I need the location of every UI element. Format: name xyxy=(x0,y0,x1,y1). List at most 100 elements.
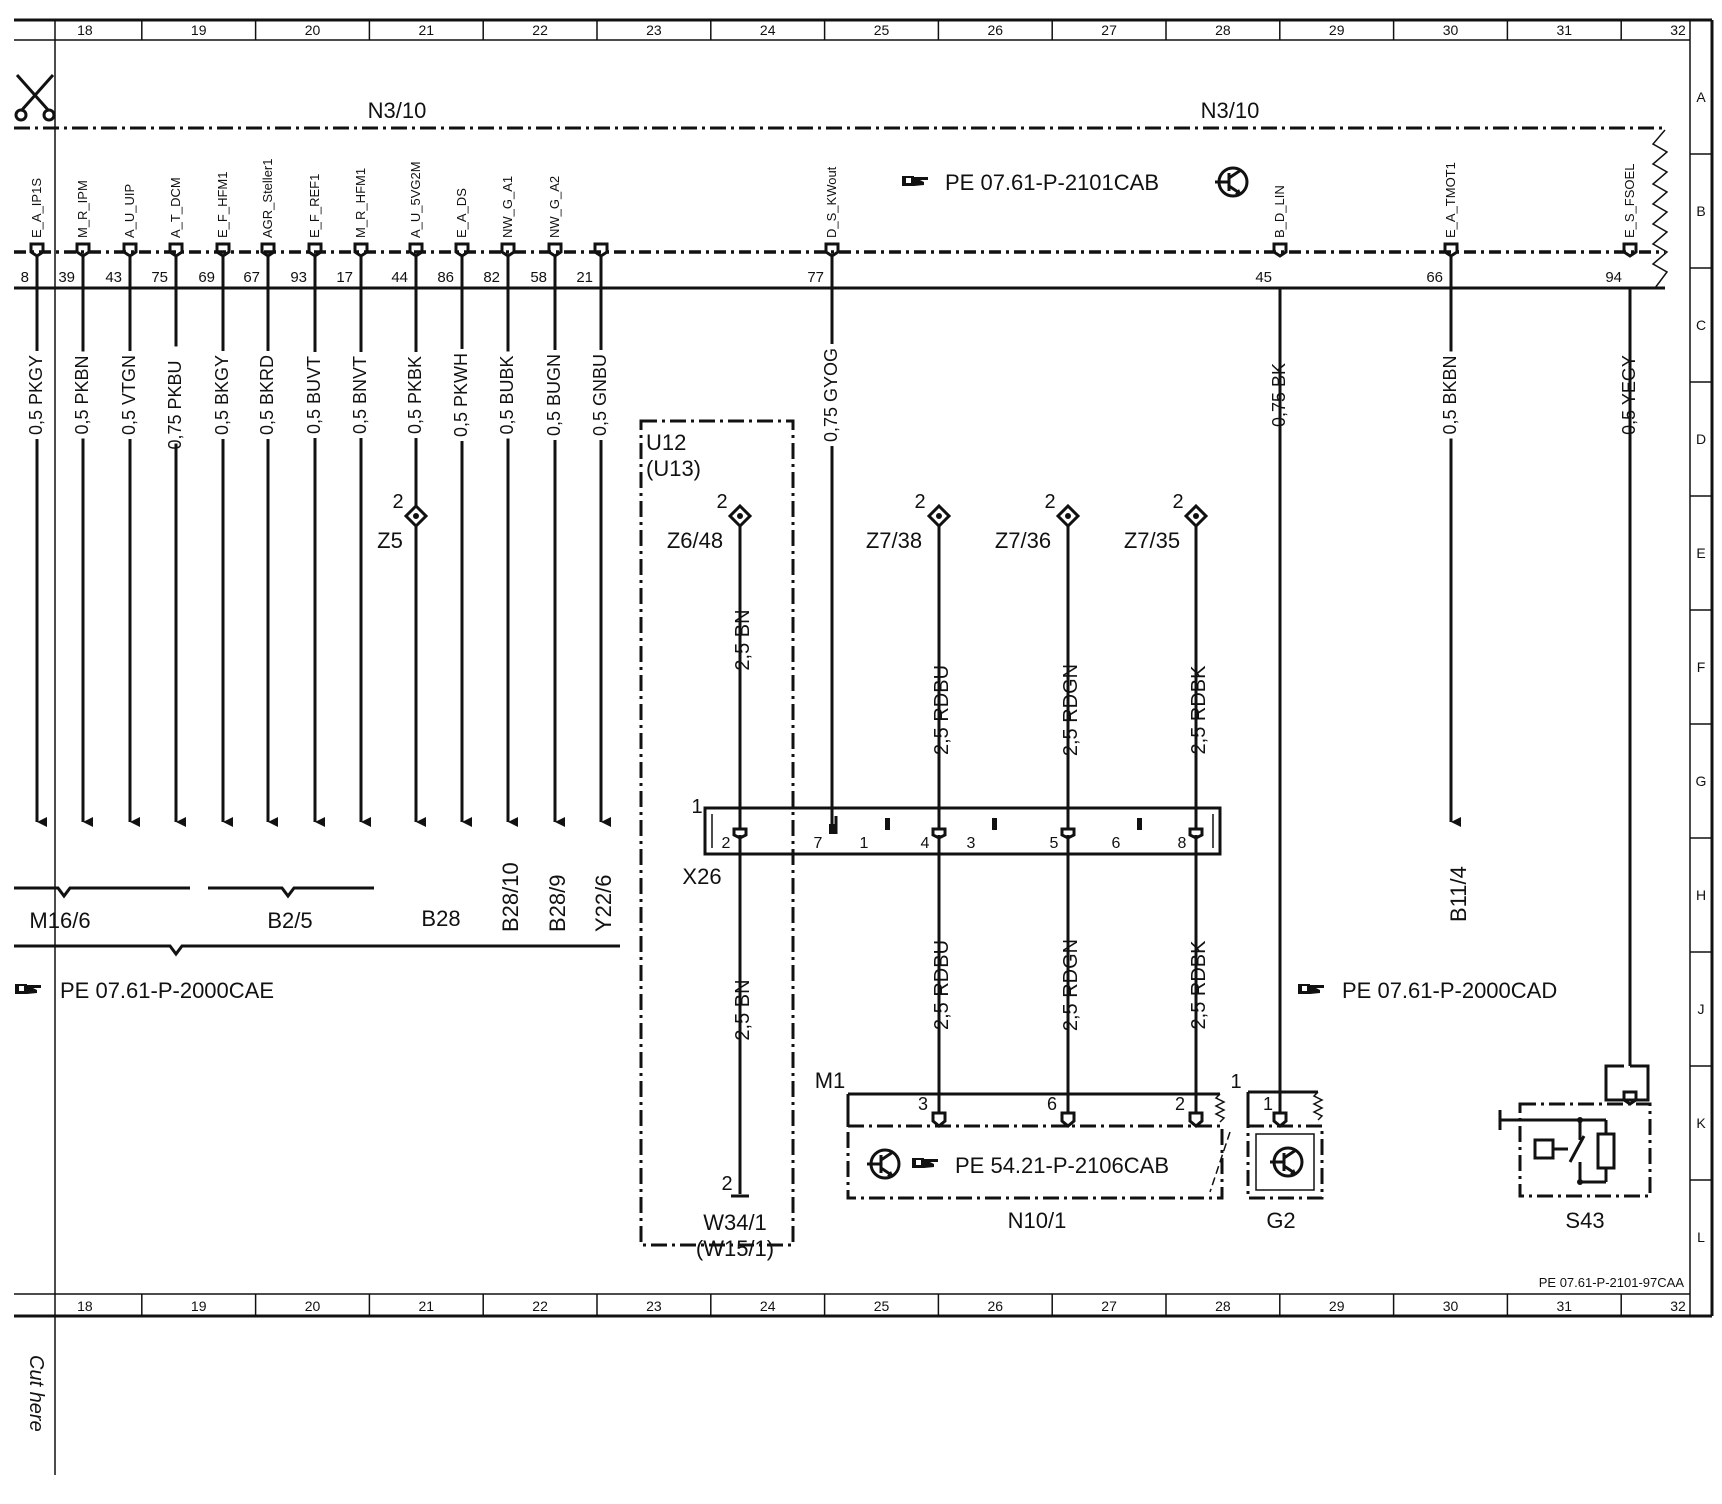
g2-label: G2 xyxy=(1266,1208,1295,1233)
column-number: 22 xyxy=(532,1298,548,1314)
splice-label: Z7/38 xyxy=(866,528,922,553)
x26-pin-8: 8 xyxy=(1178,827,1204,852)
x26-pin-number: 1 xyxy=(860,835,869,852)
n10-1-pin-2 xyxy=(1188,1111,1204,1128)
pin-signal-label: E_F_HFM1 xyxy=(215,172,230,238)
control-unit-label-left: N3/10 xyxy=(368,98,427,123)
pin-signal-label: A_T_DCM xyxy=(168,177,183,238)
pin-signal-label: D_S_KWout xyxy=(824,166,839,238)
drawing-frame xyxy=(14,18,1714,1475)
splice-label: Z7/36 xyxy=(995,528,1051,553)
x26-pin-number: 6 xyxy=(1112,835,1121,852)
svg-text:2: 2 xyxy=(392,491,403,513)
n10-1-label: N10/1 xyxy=(1008,1208,1067,1233)
column-number: 20 xyxy=(305,22,321,38)
harness-alt-label: (U13) xyxy=(646,456,701,481)
wire-label: 0,5 BKBN xyxy=(1440,355,1460,434)
control-unit-label-right: N3/10 xyxy=(1201,98,1260,123)
pin-77: D_S_KWout 77 0,75 GYOG xyxy=(807,166,841,830)
column-number: 29 xyxy=(1329,22,1345,38)
transistor-icon xyxy=(1268,1146,1304,1178)
transistor-icon xyxy=(1213,166,1249,198)
svg-text:6: 6 xyxy=(1047,1094,1057,1114)
n10-1-pin-6 xyxy=(1060,1111,1076,1128)
svg-text:2: 2 xyxy=(716,491,727,513)
x26-pin-number: 2 xyxy=(722,835,731,852)
ref-left-bracket xyxy=(14,944,620,957)
wire-label: 0,5 PKBN xyxy=(72,355,92,434)
column-ruler: 1818191920202121222223232424252526262727… xyxy=(77,20,1686,1316)
row-letter: D xyxy=(1696,431,1706,447)
svg-text:3: 3 xyxy=(918,1094,928,1114)
svg-text:2: 2 xyxy=(1175,1094,1185,1114)
column-number: 24 xyxy=(760,1298,776,1314)
splice-z7-38: 2 Z7/38 xyxy=(866,491,952,553)
pin-signal-label: A_U_UIP xyxy=(122,184,137,238)
pin-signal-label: B_D_LIN xyxy=(1272,185,1287,238)
pin-number: 86 xyxy=(437,269,454,286)
m16-6-bracket xyxy=(14,886,190,899)
column-number: 31 xyxy=(1557,1298,1573,1314)
wire-label: 0,75 GYOG xyxy=(821,348,841,442)
ground-label: W34/1 xyxy=(703,1210,767,1235)
harness-label: U12 xyxy=(646,430,686,455)
wire-label: 2,5 RDBK xyxy=(1188,665,1210,755)
pin-signal-label: E_A_TMOT1 xyxy=(1443,162,1458,238)
column-number: 18 xyxy=(77,1298,93,1314)
wire-label: 0,5 PKBK xyxy=(405,356,425,434)
column-number: 25 xyxy=(874,1298,890,1314)
row-letter: C xyxy=(1696,317,1706,333)
column-number: 27 xyxy=(1101,1298,1117,1314)
row-letter: H xyxy=(1696,887,1706,903)
column-number: 32 xyxy=(1670,1298,1686,1314)
row-letter: G xyxy=(1696,773,1707,789)
m1-label: M1 xyxy=(815,1068,846,1093)
g2-pin: 1 xyxy=(1263,1094,1273,1114)
wire-label: 0,5 BNVT xyxy=(350,356,370,434)
wire-label: 0,5 PKWH xyxy=(451,353,471,437)
x26-pin-number: 7 xyxy=(814,835,823,852)
wire-label: 0,5 BUVT xyxy=(304,356,324,434)
column-number: 28 xyxy=(1215,1298,1231,1314)
b2-5-label: B2/5 xyxy=(267,908,312,933)
m16-6-label: M16/6 xyxy=(29,908,90,933)
x26-pin-7: 7 xyxy=(814,824,835,852)
b28-9-label: B28/9 xyxy=(545,875,570,933)
row-letter: J xyxy=(1698,1001,1705,1017)
n10-1-reference: PE 54.21-P-2106CAB xyxy=(955,1153,1169,1178)
x26-pin-number: 4 xyxy=(921,835,930,852)
pin-number: 17 xyxy=(336,269,353,286)
b2-5-bracket xyxy=(208,886,374,899)
row-letter: A xyxy=(1696,89,1706,105)
column-number: 26 xyxy=(988,22,1004,38)
wire-label: 2,5 RDBU xyxy=(931,940,953,1030)
splice-z7-35: 2 Z7/35 xyxy=(1124,491,1209,553)
wire-label: 2,5 RDGN xyxy=(1060,664,1082,756)
column-number: 25 xyxy=(874,22,890,38)
column-number: 32 xyxy=(1670,22,1686,38)
pin-signal-label: M_R_HFM1 xyxy=(353,168,368,238)
column-number: 21 xyxy=(419,1298,435,1314)
pin-signal-label: E_A_IP1S xyxy=(29,178,44,238)
reference-right: PE 07.61-P-2000CAD xyxy=(1342,978,1557,1003)
pin-number: 77 xyxy=(807,269,824,286)
g2-pin-outer: 1 xyxy=(1230,1071,1241,1093)
x26-pin-number: 8 xyxy=(1178,835,1187,852)
splice-label: Z6/48 xyxy=(667,528,723,553)
x26-pin-1: 1 xyxy=(860,818,890,852)
b28-label: B28 xyxy=(421,906,460,931)
ground-alt-label: (W15/1) xyxy=(696,1236,774,1261)
pin-21: 210,5 GNBU xyxy=(576,242,611,827)
pin-number: 8 xyxy=(21,269,29,286)
y22-6-label: Y22/6 xyxy=(591,875,616,933)
pin-number: 44 xyxy=(391,269,408,286)
pin-number: 82 xyxy=(483,269,500,286)
generator-g2: 1 1 G2 xyxy=(1230,288,1324,1233)
wire-label: 0,5 BKGY xyxy=(212,355,232,435)
